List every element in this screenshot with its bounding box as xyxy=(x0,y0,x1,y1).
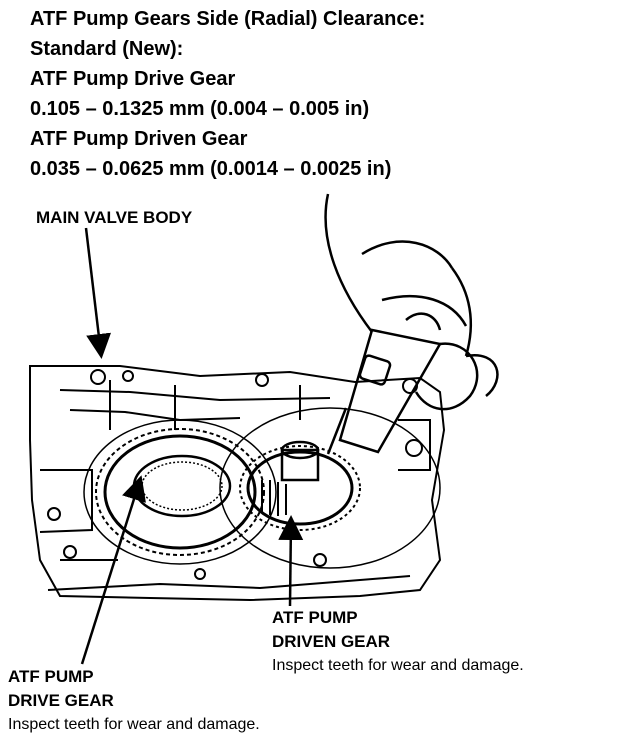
main-valve-body-label: MAIN VALVE BODY xyxy=(36,208,193,227)
spec-driven-gear-label: ATF Pump Driven Gear xyxy=(30,128,248,150)
clearance-specification: ATF Pump Gears Side (Radial) Clearance: … xyxy=(30,4,630,184)
spec-driven-gear-value: 0.035 – 0.0625 mm (0.0014 – 0.0025 in) xyxy=(30,158,392,180)
feeler-gauge-drawing xyxy=(326,328,442,455)
hand-drawing xyxy=(324,193,499,411)
main-valve-body-arrow xyxy=(84,227,112,359)
drive-gear-arrow xyxy=(80,475,146,665)
spec-heading: ATF Pump Gears Side (Radial) Clearance: xyxy=(30,8,426,30)
spec-drive-gear-value: 0.105 – 0.1325 mm (0.004 – 0.005 in) xyxy=(30,98,370,120)
drive-gear-drawing xyxy=(83,419,277,565)
drive-gear-label-line2: DRIVE GEAR xyxy=(8,691,114,710)
driven-gear-drawing xyxy=(219,407,441,569)
drive-gear-inspection-note: Inspect teeth for wear and damage. xyxy=(8,716,260,733)
driven-gear-label-line1: ATF PUMP xyxy=(272,608,358,627)
driven-gear-inspection-note: Inspect teeth for wear and damage. xyxy=(272,657,524,674)
main-valve-body-drawing xyxy=(29,365,446,602)
spec-drive-gear-label: ATF Pump Drive Gear xyxy=(30,68,236,90)
driven-gear-label-line2: DRIVEN GEAR xyxy=(272,632,391,651)
driven-gear-arrow xyxy=(278,515,304,607)
leader-arrows xyxy=(80,227,304,665)
drive-gear-label-line1: ATF PUMP xyxy=(8,667,94,686)
spec-standard-label: Standard (New): xyxy=(30,38,184,60)
